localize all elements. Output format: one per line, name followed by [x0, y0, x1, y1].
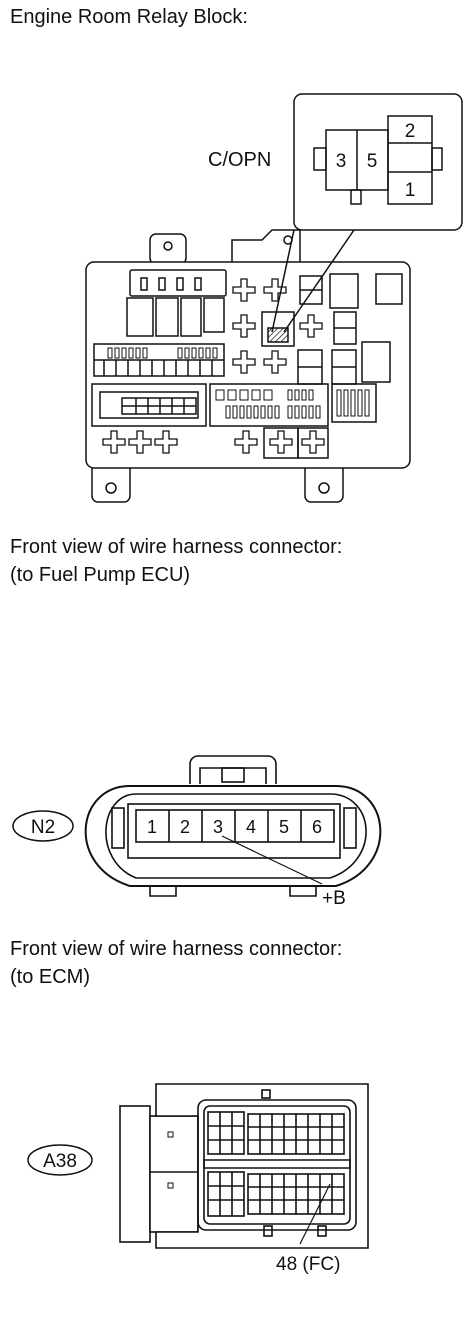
fuel-pump-ecu-title-line2: (to Fuel Pump ECU): [10, 564, 191, 586]
ecm-title-line2: (to ECM): [10, 966, 90, 988]
n2-pin-5: 5: [279, 817, 289, 837]
n2-pin-labels: 1 2 3 4 5 6: [147, 817, 322, 837]
n2-connector-id-badge: [12, 810, 74, 842]
n2-pin-6: 6: [312, 817, 322, 837]
relay-terminal-3: 3: [336, 151, 347, 172]
n2-connector-id: N2: [31, 817, 55, 838]
n2-pin-4: 4: [246, 817, 256, 837]
n2-pin-1: 1: [147, 817, 157, 837]
relay-terminal-1: 1: [405, 180, 416, 201]
relay-terminal-5: 5: [367, 151, 378, 172]
a38-callout-48-fc: 48 (FC): [276, 1254, 340, 1275]
n2-pin-2: 2: [180, 817, 190, 837]
ecm-title-line1: Front view of wire harness connector:: [10, 938, 343, 960]
relay-label-copn: C/OPN: [208, 149, 271, 171]
n2-connector-diagram: [84, 755, 382, 897]
relay-terminal-2: 2: [405, 121, 416, 142]
a38-connector-id-badge: [27, 1144, 93, 1176]
relay-terminal-labels: 3 5 2 1: [336, 121, 416, 201]
a38-connector-diagram: [119, 1083, 369, 1249]
n2-callout-plus-b: +B: [322, 888, 346, 909]
a38-connector-id: A38: [43, 1151, 77, 1172]
fuel-pump-ecu-title-line1: Front view of wire harness connector:: [10, 536, 343, 558]
n2-pin-3: 3: [213, 817, 223, 837]
relay-block-title: Engine Room Relay Block:: [10, 6, 248, 28]
relay-block-diagram: [85, 93, 463, 503]
